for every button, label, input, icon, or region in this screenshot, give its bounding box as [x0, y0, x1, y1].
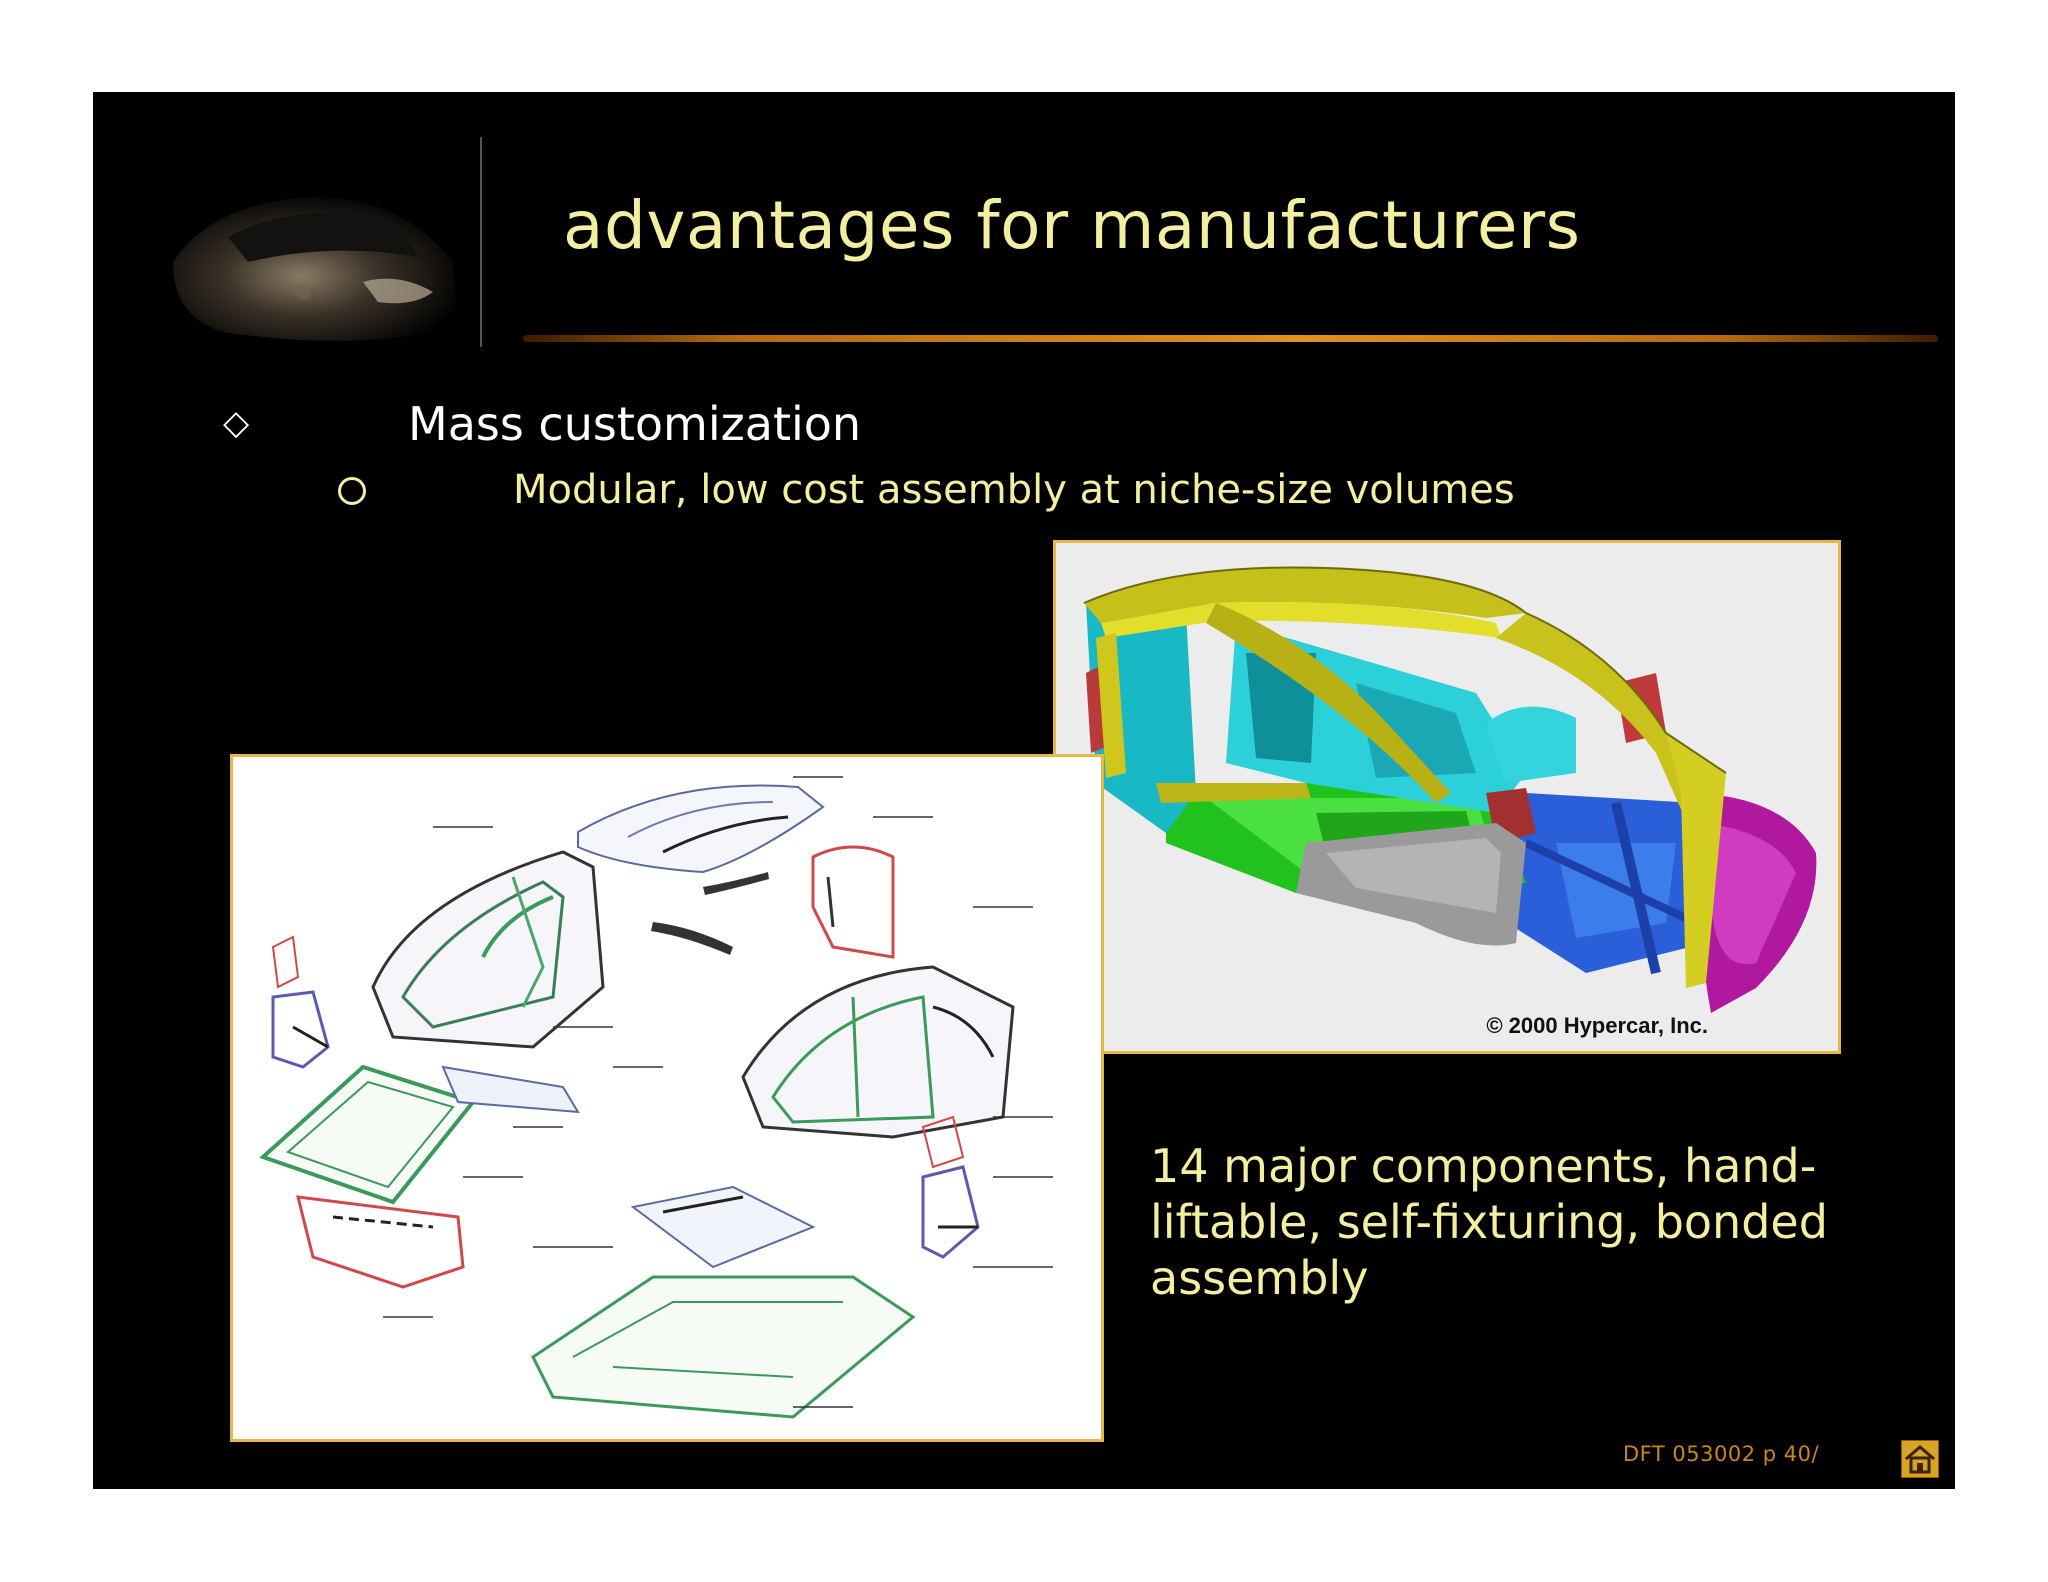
diamond-outline-icon: ◇	[223, 403, 250, 443]
exploded-assembly-drawing	[230, 754, 1104, 1442]
bullet-level1-text: Mass customization	[408, 397, 862, 451]
body-structure-render: © 2000 Hypercar, Inc.	[1053, 540, 1841, 1054]
home-icon[interactable]	[1901, 1440, 1939, 1478]
footer-page-label: DFT 053002 p 40/	[1623, 1442, 1820, 1466]
bullet-level2-text: Modular, low cost assembly at niche-size…	[513, 467, 1515, 513]
slide: advantages for manufacturers ◇ Mass cust…	[93, 92, 1955, 1489]
circle-outline-icon	[338, 477, 366, 505]
render-credit: © 2000 Hypercar, Inc.	[1486, 1013, 1708, 1038]
header-divider	[480, 137, 482, 347]
header-car-image	[173, 197, 458, 341]
caption-text: 14 major components, hand-liftable, self…	[1150, 1139, 1828, 1305]
title-rule	[523, 335, 1938, 342]
exploded-assembly-illustration	[259, 776, 1053, 1419]
slide-title: advantages for manufacturers	[563, 187, 1581, 264]
body-structure-illustration	[1083, 566, 1817, 1013]
